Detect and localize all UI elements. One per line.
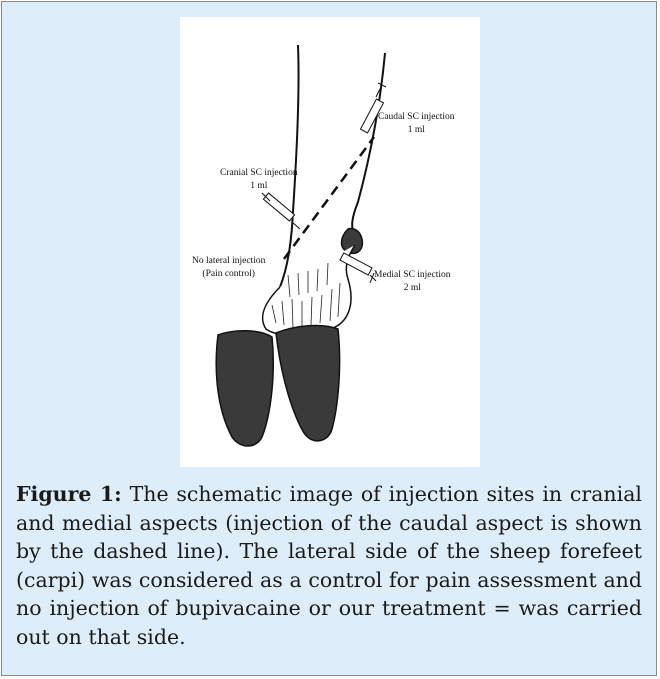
hoof-right [276,326,340,441]
sheep-foot-illustration [180,17,480,467]
caption-label: Figure 1: [16,482,122,506]
figure-image: Caudal SC injection 1 ml Cranial SC inje… [180,17,480,467]
label-cranial: Cranial SC injection 1 ml [220,167,298,193]
figure-caption: Figure 1: The schematic image of injecti… [16,480,642,651]
caption-text: The schematic image of injection sites i… [16,482,642,649]
label-medial: Medial SC injection 2 ml [374,269,451,295]
label-lateral: No lateral injection (Pain control) [192,255,265,281]
label-caudal: Caudal SC injection 1 ml [378,111,455,137]
leg-outline-right [352,53,385,237]
hoof-left [216,331,273,446]
